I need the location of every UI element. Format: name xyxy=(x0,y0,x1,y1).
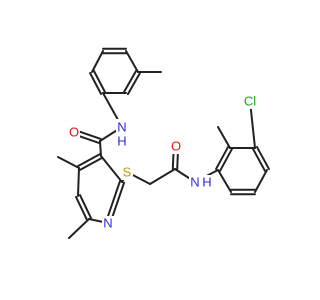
bond-c3-c4-b xyxy=(79,156,104,171)
atom-amide-nh-right: N H xyxy=(189,175,213,190)
bond-t6-t1 xyxy=(91,50,104,73)
bond-a3-a4-b xyxy=(255,145,270,170)
atom-sulfur: S xyxy=(121,165,133,180)
bond-a1-a2-b xyxy=(215,145,230,170)
bond-t3-t4-a xyxy=(123,69,138,93)
ring-n-label: N xyxy=(103,216,112,231)
bond-t5-t6-a xyxy=(92,69,106,93)
amide-h-right-label: H xyxy=(202,175,211,190)
bond-c6-c6Me xyxy=(68,218,90,239)
carbonyl-o-right-label: O xyxy=(171,139,181,154)
carbonyl-o-top-label: O xyxy=(69,125,79,140)
bond-t5-t6-b xyxy=(89,72,103,96)
bond-t2-t3 xyxy=(125,50,139,73)
bond-c5-c6-b xyxy=(78,194,92,220)
atom-carbonyl-o-right: O xyxy=(170,139,182,154)
amide-h-top-label: H xyxy=(117,134,126,149)
atom-amide-nh-top: N H xyxy=(116,119,128,149)
amide-n-right-label: N xyxy=(190,175,199,190)
bond-c2-c3 xyxy=(100,155,123,183)
atom-ring-n: N xyxy=(102,216,114,231)
bond-Cam-c3 xyxy=(99,140,102,157)
bond-c3-c4-a xyxy=(76,153,101,168)
bond-a6-a1 xyxy=(217,169,232,193)
bond-c4-c5 xyxy=(77,167,80,197)
bond-a2-a2Me xyxy=(217,126,231,149)
atom-carbonyl-o-top: O xyxy=(68,125,80,140)
bond-Npy-c2-b xyxy=(104,180,121,224)
bond-a3-a4-a xyxy=(252,148,267,173)
bond-a1-a2-a xyxy=(218,148,233,173)
bonds-layer xyxy=(57,47,270,239)
bond-c5-c6-a xyxy=(75,195,89,221)
atom-labels-layer: N H O S O N H N Cl xyxy=(68,94,260,231)
bond-t3-t4-b xyxy=(126,72,141,96)
amide-n-top-label: N xyxy=(117,120,126,135)
sulfur-label: S xyxy=(123,165,132,180)
bond-a4-a5 xyxy=(254,169,268,193)
bond-c4-c4Me xyxy=(57,156,80,169)
chlorine-label: Cl xyxy=(244,94,256,109)
atom-chlorine: Cl xyxy=(240,94,260,109)
bond-CH2-Cco xyxy=(149,168,176,185)
molecule-structure: N H O S O N H N Cl xyxy=(57,47,270,239)
